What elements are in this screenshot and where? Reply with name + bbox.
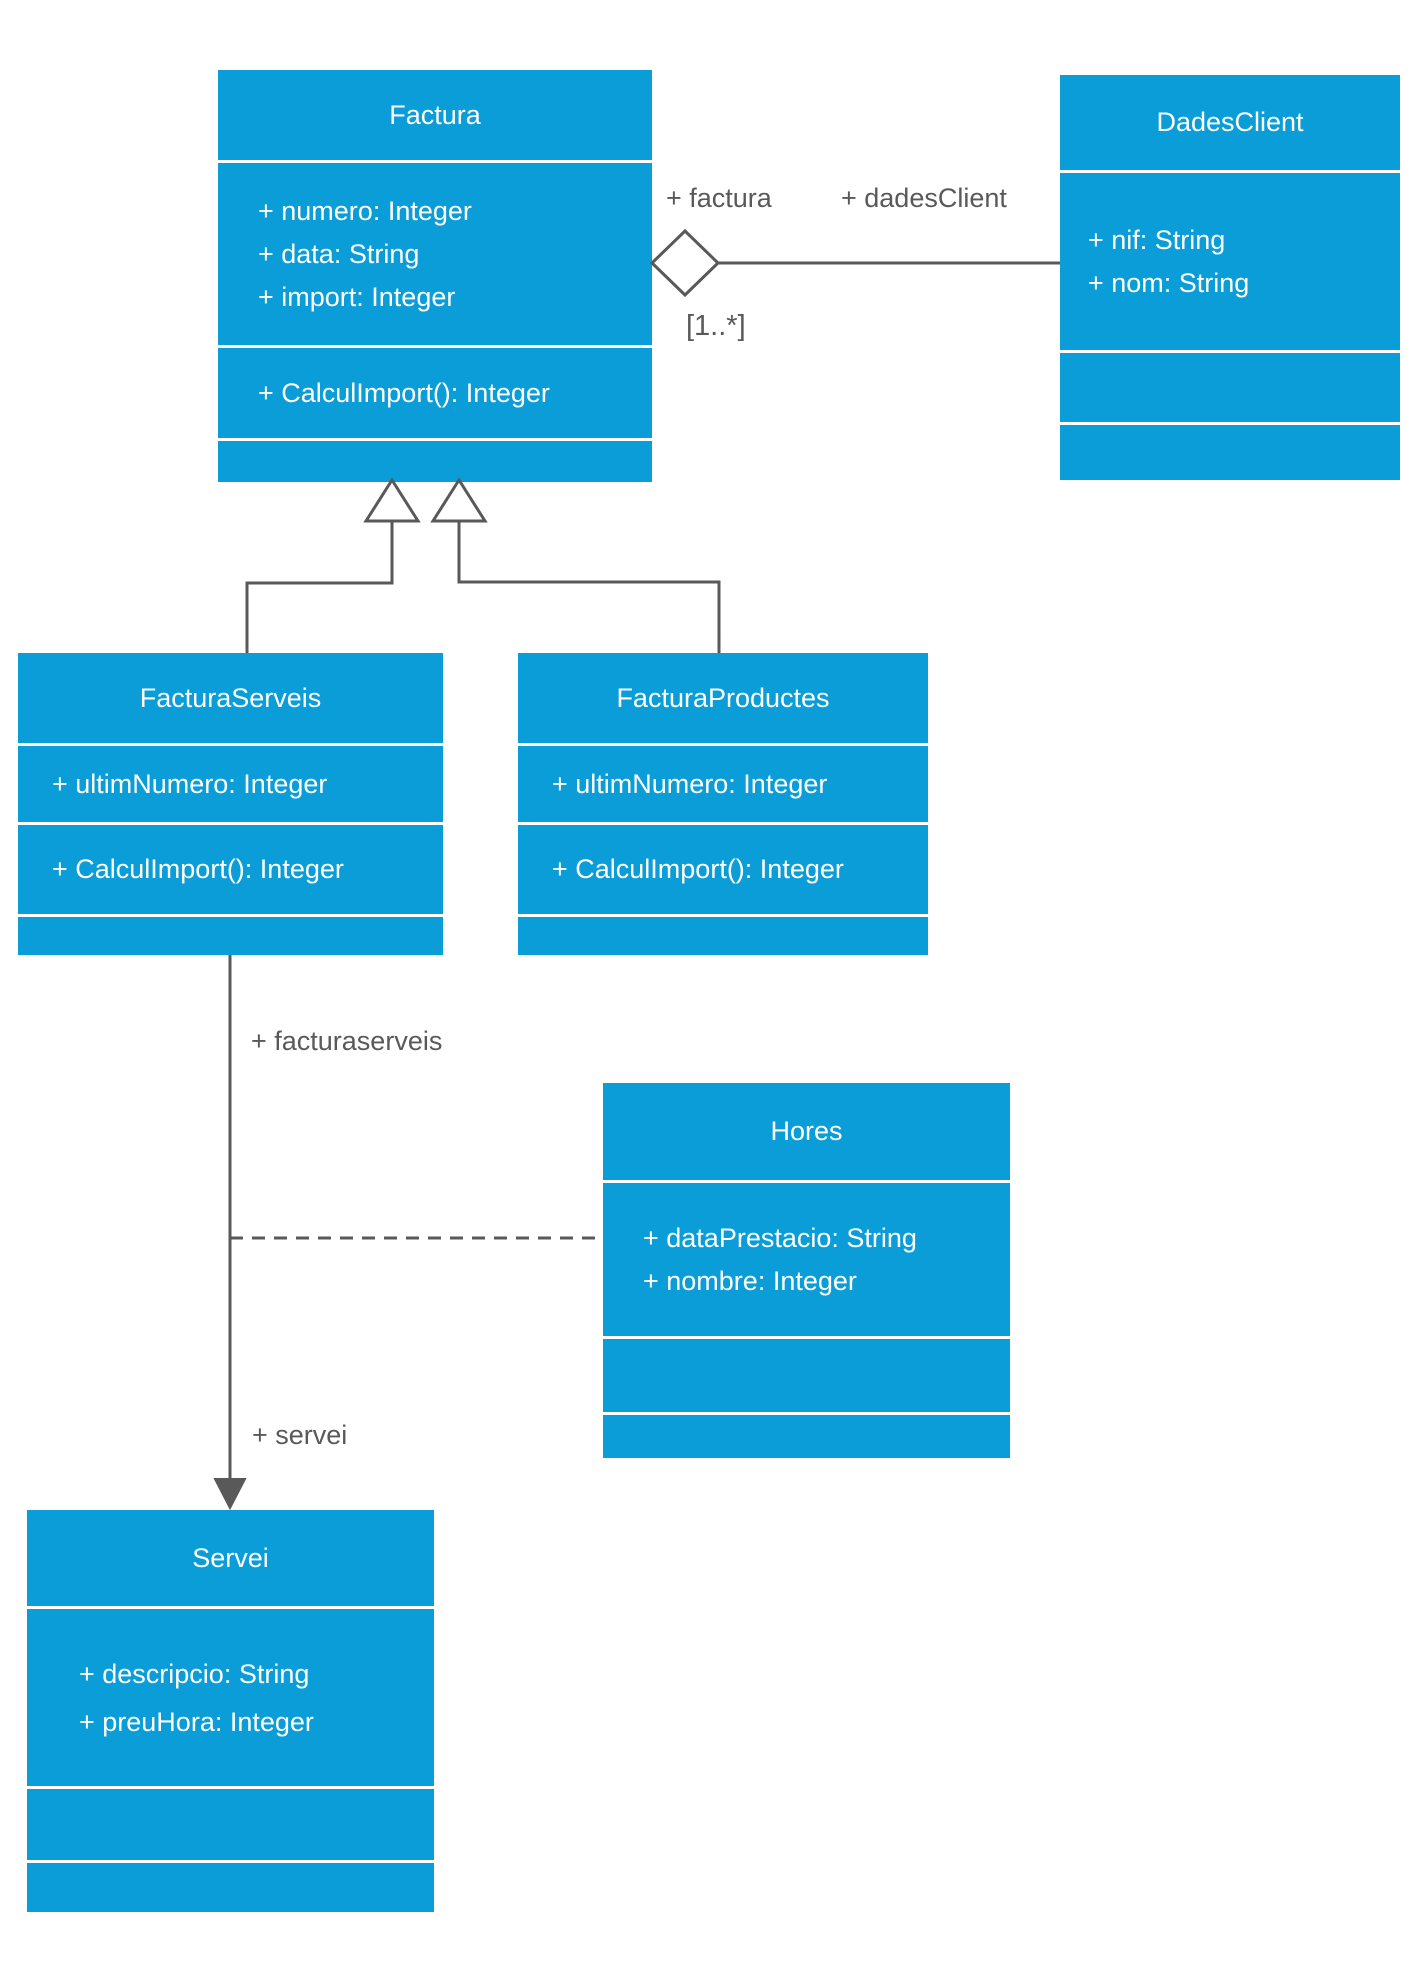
class-servei[interactable]: Servei + descripcio: String + preuHora: … — [27, 1510, 434, 1912]
attribute: + nom: String — [1088, 267, 1250, 298]
attributes-compartment: + descripcio: String + preuHora: Integer — [27, 1606, 434, 1786]
attributes-compartment: + ultimNumero: Integer — [518, 743, 928, 822]
label-multiplicity: [1..*] — [686, 310, 746, 342]
association-arrow-icon — [213, 1478, 247, 1511]
empty-compartment — [18, 914, 443, 955]
empty-compartment — [1060, 350, 1400, 422]
attribute: + nombre: Integer — [643, 1265, 857, 1296]
attribute: + numero: Integer — [258, 195, 472, 226]
attributes-compartment: + numero: Integer + data: String + impor… — [218, 160, 652, 345]
attribute: + dataPrestacio: String — [643, 1222, 917, 1253]
operation: + CalculImport(): Integer — [552, 854, 844, 884]
class-factura[interactable]: Factura + numero: Integer + data: String… — [218, 70, 652, 482]
empty-compartment — [1060, 422, 1400, 480]
class-title: Factura — [389, 99, 481, 130]
attribute: + import: Integer — [258, 281, 456, 312]
class-title: FacturaServeis — [139, 682, 322, 713]
aggregation-connector[interactable] — [649, 228, 1060, 298]
empty-compartment — [27, 1786, 434, 1860]
empty-compartment — [218, 438, 652, 482]
generalization-facturaserveis-connector[interactable] — [245, 477, 421, 653]
label-role-facturaserveis: + facturaserveis — [251, 1026, 443, 1056]
generalization-triangle-icon — [430, 477, 488, 523]
label-role-dadesclient: + dadesClient — [841, 183, 1007, 213]
class-title: DadesClient — [1156, 107, 1304, 137]
operation: + CalculImport(): Integer — [258, 377, 550, 408]
attribute: + nif: String — [1088, 224, 1226, 255]
class-hores[interactable]: Hores + dataPrestacio: String + nombre: … — [603, 1083, 1010, 1458]
operations-compartment: + CalculImport(): Integer — [18, 822, 443, 914]
attribute: + ultimNumero: Integer — [552, 768, 828, 799]
attribute: + data: String — [258, 238, 420, 269]
attribute: + descripcio: String — [79, 1658, 310, 1689]
empty-compartment — [603, 1412, 1010, 1458]
generalization-triangle-icon — [363, 477, 421, 523]
attributes-compartment: + nif: String + nom: String — [1060, 170, 1400, 350]
generalization-line[interactable] — [457, 521, 721, 653]
label-role-factura: + factura — [666, 183, 772, 213]
class-title: Hores — [770, 1116, 843, 1146]
label-role-servei: + servei — [252, 1420, 348, 1450]
operations-compartment: + CalculImport(): Integer — [518, 822, 928, 914]
attributes-compartment: + ultimNumero: Integer — [18, 743, 443, 822]
attributes-compartment: + dataPrestacio: String + nombre: Intege… — [603, 1180, 1010, 1336]
class-facturaserveis[interactable]: FacturaServeis + ultimNumero: Integer + … — [18, 653, 443, 955]
operation: + CalculImport(): Integer — [52, 854, 344, 884]
class-title: FacturaProductes — [616, 682, 830, 713]
empty-compartment — [27, 1860, 434, 1912]
empty-compartment — [603, 1336, 1010, 1412]
empty-compartment — [518, 914, 928, 955]
class-facturaproductes[interactable]: FacturaProductes + ultimNumero: Integer … — [518, 653, 928, 955]
generalization-facturaproductes-connector[interactable] — [430, 477, 721, 653]
association-facturaserveis-servei-connector[interactable] — [213, 955, 247, 1511]
class-title: Servei — [192, 1542, 269, 1573]
class-dadesclient[interactable]: DadesClient + nif: String + nom: String — [1060, 75, 1400, 480]
attribute: + ultimNumero: Integer — [52, 768, 328, 799]
operations-compartment: + CalculImport(): Integer — [218, 345, 652, 438]
aggregation-diamond-icon — [649, 228, 721, 298]
attribute: + preuHora: Integer — [79, 1706, 314, 1737]
generalization-line[interactable] — [245, 521, 394, 653]
